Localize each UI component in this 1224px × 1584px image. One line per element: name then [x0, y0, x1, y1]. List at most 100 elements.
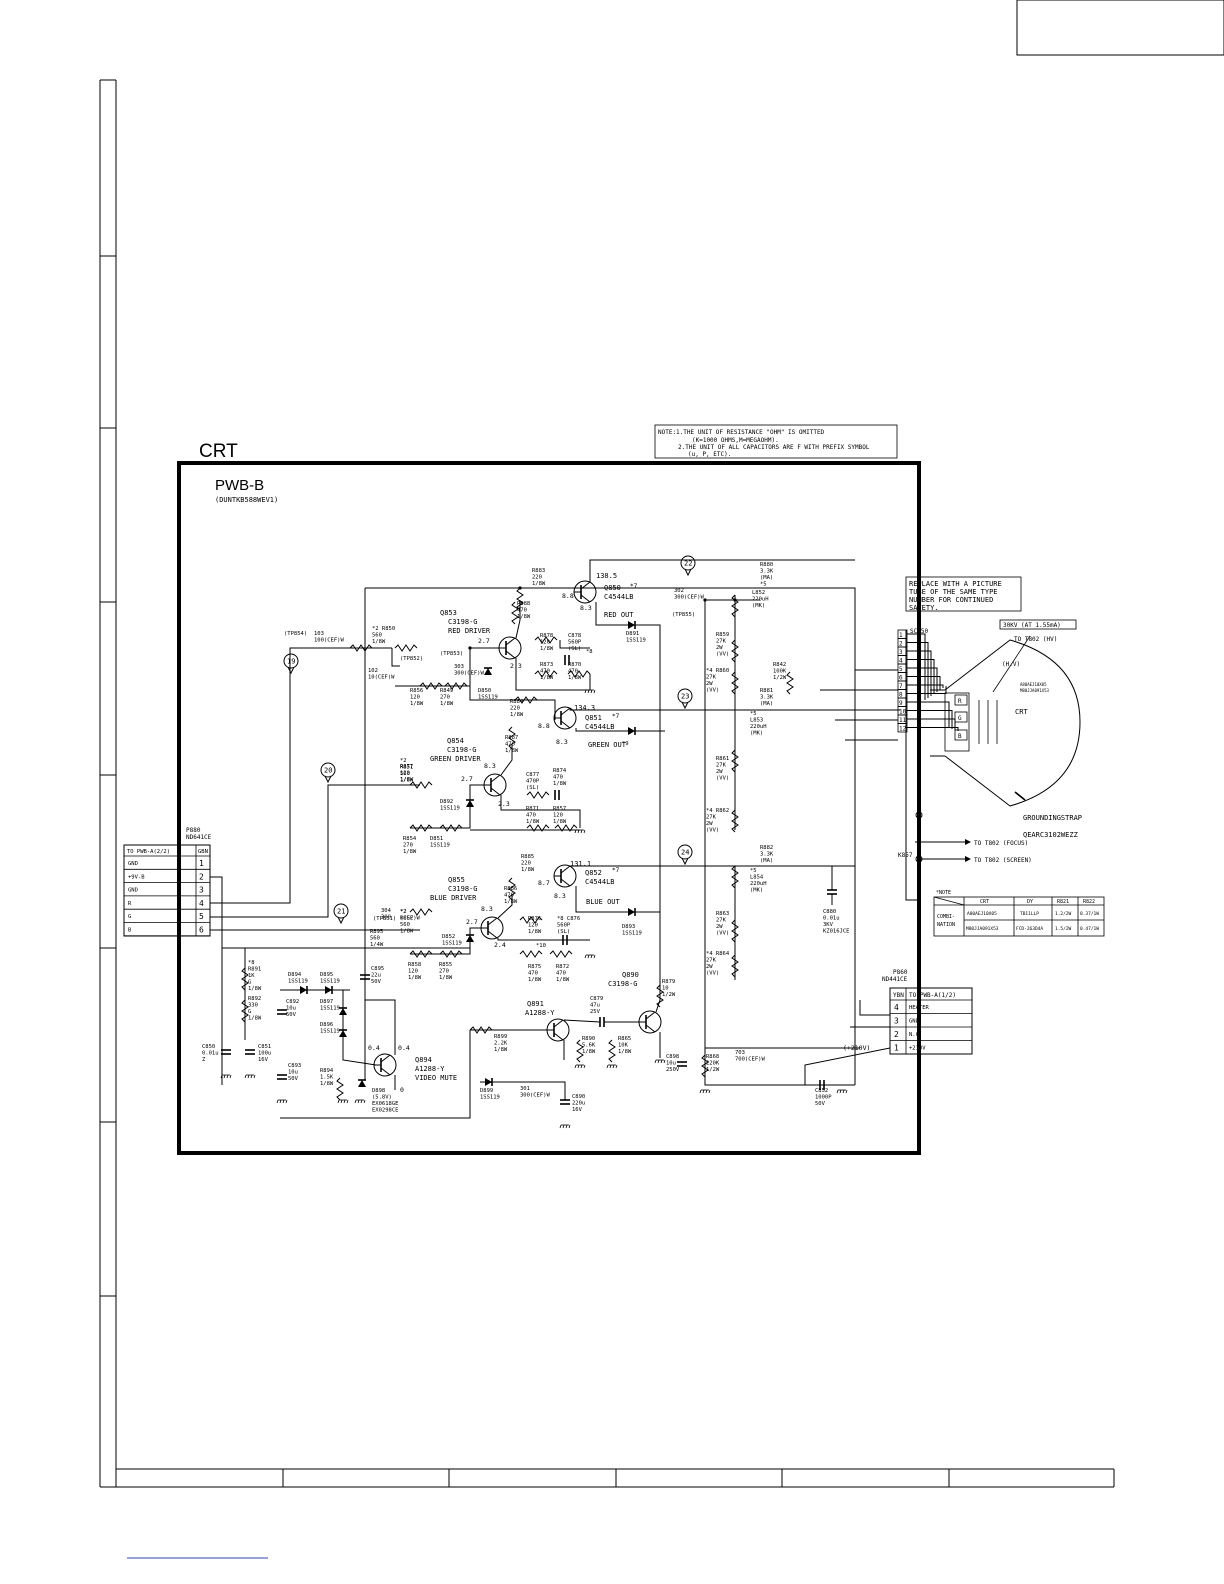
- wire: [563, 1019, 601, 1023]
- diode: [485, 1078, 492, 1086]
- transistor-lead: [645, 1011, 656, 1020]
- pin-label-+9V-B: +9V-B: [128, 874, 145, 880]
- blue-part-label: 1SS119: [442, 941, 462, 947]
- bottom-part-label: EX0298CE: [372, 1108, 399, 1114]
- blue-out-name: BLUE OUT: [586, 898, 621, 906]
- bottom-part-label: 0.01u: [202, 1051, 219, 1057]
- diode: [358, 1080, 366, 1087]
- blue-part-label: *2: [400, 909, 407, 915]
- hv-part-label: *4 R860: [706, 668, 729, 674]
- green-part-label: 1/8W: [403, 849, 417, 855]
- pin-number-1: 1: [199, 859, 204, 868]
- test-point-20: [320, 762, 336, 778]
- green-part-label: (SL): [526, 785, 539, 791]
- mute-part: A1288-Y: [415, 1065, 445, 1073]
- green-part-label: R851: [400, 765, 413, 771]
- tp-label: (TP854): [284, 631, 307, 637]
- junction: [468, 646, 472, 650]
- red-part-label: 560: [372, 633, 382, 639]
- socket-label: SC850: [910, 628, 928, 635]
- wire: [907, 659, 935, 694]
- red-part-label: C878: [568, 633, 581, 639]
- green-part-label: R854: [403, 836, 417, 842]
- wire: [704, 948, 860, 1049]
- wire: [515, 658, 591, 691]
- green-part-label: 1/8W: [553, 781, 567, 787]
- bottom-part-label: D898: [372, 1088, 385, 1094]
- bottom-part-label: (TP851): [373, 916, 396, 922]
- transistor-lead: [560, 865, 571, 874]
- note-line-4: (u, P, ETC).: [688, 451, 731, 458]
- section-title: CRT: [199, 441, 238, 462]
- red-part-label: 1/8W: [532, 581, 546, 587]
- bottom-part-label: 1K: [248, 973, 255, 979]
- hv-part-label: KZ016JCE: [823, 929, 850, 935]
- green-out-mark: *7: [612, 713, 620, 720]
- red-part-label: D850: [478, 688, 491, 694]
- svg-text:R: R: [958, 698, 962, 705]
- bottom-part-label: EX0618GE: [372, 1101, 399, 1107]
- green-part-label: 1/8W: [553, 819, 567, 825]
- wire: [907, 710, 953, 729]
- resistor: [534, 670, 558, 678]
- red-part-label: 1/8W: [517, 614, 531, 620]
- ground-symbol: [584, 689, 596, 694]
- hv-part-label: (VV): [706, 688, 719, 694]
- blue-out-q: Q852: [585, 869, 602, 877]
- transistor-lead: [380, 1054, 391, 1063]
- transistor-lead: [553, 1032, 564, 1041]
- p860-part: P860: [893, 969, 908, 976]
- bottom-part-label: 1/8W: [248, 986, 262, 992]
- junction: [703, 598, 707, 602]
- red-part-label: 1/8W: [372, 639, 386, 645]
- blue-part-label: 470: [504, 893, 514, 899]
- wire: [559, 640, 590, 649]
- ground-symbol: [220, 1074, 232, 1079]
- red-part-label: 120: [540, 640, 550, 646]
- pin-label-GND: GND: [128, 861, 138, 867]
- warning-line-3: NUMBER FOR CONTINUED: [909, 596, 993, 604]
- red-part-label: R849: [440, 688, 453, 694]
- resistor: [409, 950, 433, 958]
- bottom-part-label: 10u: [286, 1006, 296, 1012]
- red-driver-label: Q853: [440, 609, 457, 617]
- green-v: 134.3: [574, 704, 595, 712]
- red-v: 2.3: [510, 662, 522, 670]
- blue-part-label: R852: [400, 916, 413, 922]
- blue-driver-q: Q855: [448, 876, 465, 884]
- components: [220, 555, 848, 1129]
- wire: [500, 795, 581, 828]
- hv-part-label: *5: [750, 868, 757, 874]
- red-part-label: *8: [586, 649, 593, 655]
- blue-part-label: 304: [381, 908, 392, 914]
- wire: [907, 686, 947, 694]
- socket-pin-number: 10: [899, 709, 907, 716]
- green-v: 8.3: [556, 738, 568, 746]
- q891-q: Q891: [527, 1000, 544, 1008]
- resistor: [731, 809, 739, 833]
- ground-symbol: [354, 1099, 366, 1104]
- blue-part-label: R872: [556, 964, 569, 970]
- resistor: [701, 1054, 709, 1078]
- test-point-19: [283, 653, 299, 669]
- green-part-label: 560: [400, 771, 410, 777]
- cell: 0.47/1W: [1080, 926, 1099, 932]
- mute-v: 0.4: [398, 1044, 410, 1052]
- pin-label-N.C.: N.C.: [909, 1032, 922, 1038]
- warning-line-1: REPLACE WITH A PICTURE: [909, 580, 1002, 588]
- hv-part-label: (MK): [752, 603, 765, 609]
- p880-code: GBN: [198, 849, 208, 855]
- hv-part-label: 1000P: [815, 1095, 832, 1101]
- resistor: [519, 950, 543, 958]
- green-part-label: 1/8W: [505, 748, 519, 754]
- socket-pin-number: 8: [899, 692, 903, 699]
- hv-part-label: 2W: [706, 964, 713, 970]
- test-point-21: [333, 903, 349, 919]
- note-line-3: 2.THE UNIT OF ALL CAPACITORS ARE F WITH …: [678, 444, 870, 451]
- row-label-1: COMBI-: [937, 914, 955, 920]
- resistor: [549, 950, 573, 958]
- hv-part-label: 27K: [706, 815, 717, 821]
- hv-part-label: C880: [823, 909, 836, 915]
- test-point-24: [677, 844, 693, 860]
- pin-label-GND: GND: [128, 888, 138, 894]
